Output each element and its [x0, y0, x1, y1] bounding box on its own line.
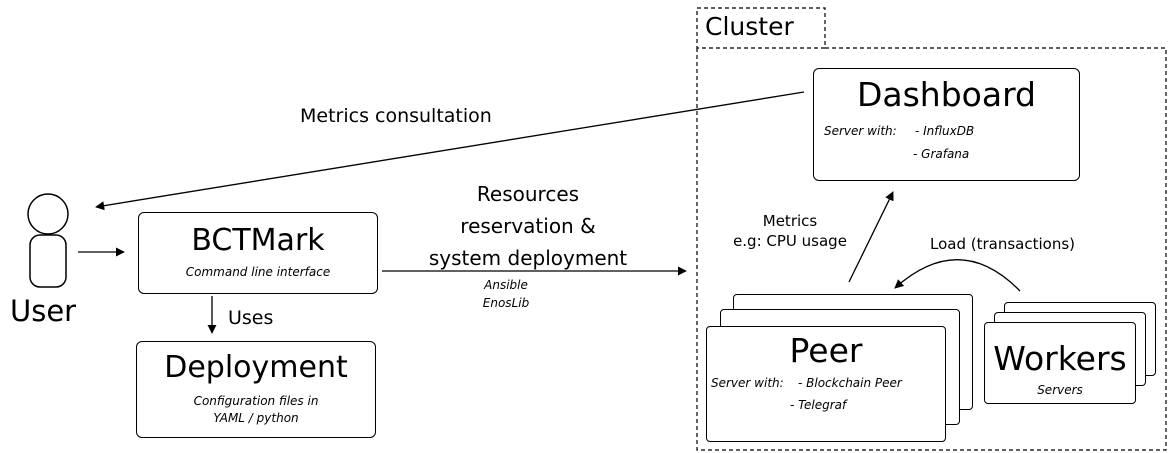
- metrics-consultation-label: Metrics consultation: [300, 105, 492, 127]
- dashboard-box: Dashboard Server with: - InfluxDB - Graf…: [813, 68, 1080, 181]
- dashboard-server-with: Server with:: [824, 124, 897, 138]
- load-label: Load (transactions): [930, 235, 1076, 253]
- resources-label-line-2: reservation &: [460, 214, 596, 238]
- peer-title: Peer: [789, 331, 863, 370]
- workers-subtitle: Servers: [1037, 383, 1083, 397]
- bctmark-title: BCTMark: [191, 223, 325, 258]
- deployment-box: Deployment Configuration files in YAML /…: [136, 341, 376, 438]
- metrics-label-line-2: e.g: CPU usage: [733, 232, 847, 250]
- user-label: User: [10, 294, 77, 328]
- metrics-consultation-arrow: [95, 91, 805, 211]
- cluster-region-border: [696, 47, 1167, 451]
- metrics-arrow: [848, 191, 894, 283]
- metrics-label-line-1: Metrics: [762, 212, 818, 230]
- load-arrow: [894, 259, 1021, 292]
- peer-item-telegraf: - Telegraf: [790, 398, 847, 412]
- workers-box: Workers Servers: [984, 322, 1136, 404]
- user-icon: [27, 193, 69, 288]
- resources-label-line-1: Resources: [476, 182, 580, 206]
- workers-title: Workers: [993, 339, 1127, 378]
- peer-server-with: Server with:: [711, 376, 784, 390]
- tools-label-ansible: Ansible: [484, 278, 528, 292]
- cluster-label: Cluster: [705, 12, 794, 41]
- dashboard-item-influxdb: - InfluxDB: [915, 124, 975, 138]
- uses-label: Uses: [228, 307, 274, 329]
- dashboard-item-grafana: - Grafana: [913, 147, 970, 161]
- tools-label-enoslib: EnosLib: [482, 296, 530, 310]
- deployment-subtitle-line-1: Configuration files in: [193, 394, 319, 408]
- bctmark-subtitle: Command line interface: [185, 265, 331, 279]
- deployment-subtitle-line-2: YAML / python: [213, 411, 299, 425]
- peer-box: Peer Server with: - Blockchain Peer - Te…: [706, 326, 946, 442]
- resources-label-line-3: system deployment: [428, 246, 628, 270]
- dashboard-title: Dashboard: [856, 75, 1037, 114]
- deployment-title: Deployment: [164, 350, 348, 385]
- peer-item-blockchain: - Blockchain Peer: [798, 376, 902, 390]
- cluster-tab-border: [696, 7, 826, 49]
- bctmark-box: BCTMark Command line interface: [138, 212, 378, 294]
